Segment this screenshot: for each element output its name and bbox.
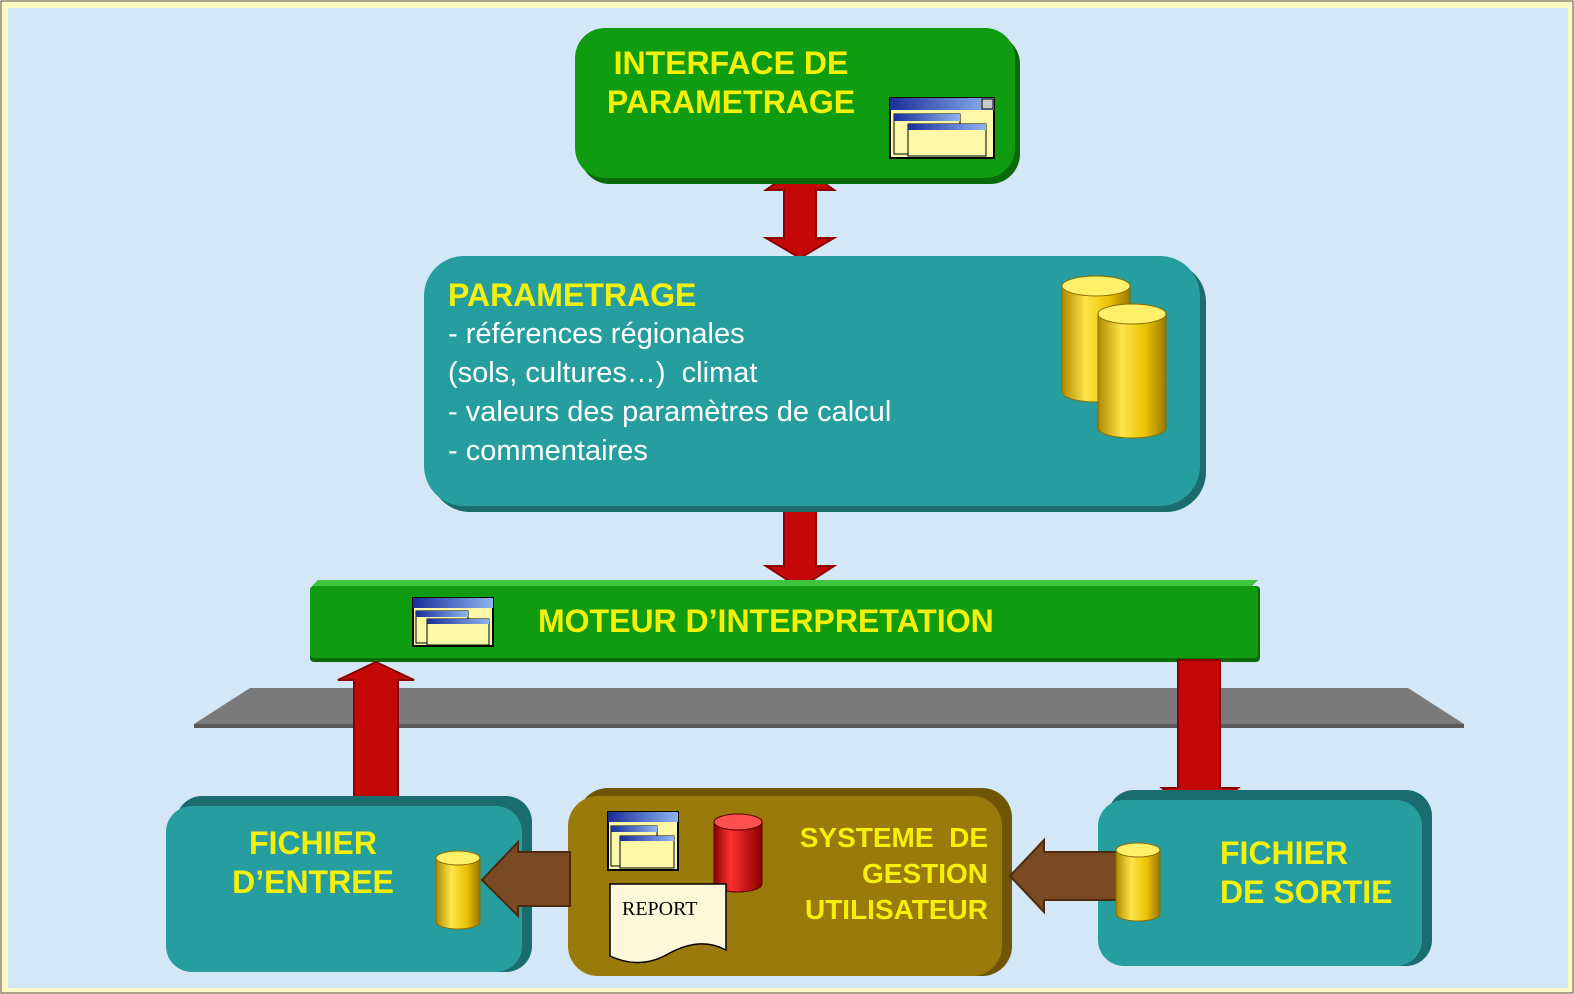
fichier-entree-title: FICHIER D’ENTREE xyxy=(218,824,408,902)
arrow-parametrage-moteur xyxy=(762,503,838,590)
moteur-bar xyxy=(310,580,1260,662)
separator-band xyxy=(194,688,1464,724)
database-icon xyxy=(1115,842,1161,922)
parametrage-item: (sols, cultures…) climat xyxy=(448,357,758,389)
window-icon xyxy=(607,811,679,871)
database-icon xyxy=(713,813,763,893)
parametrage-item: - valeurs des paramètres de calcul xyxy=(448,396,892,428)
window-icon xyxy=(412,597,494,647)
fichier-sortie-title: FICHIER DE SORTIE xyxy=(1220,834,1420,912)
report-label: REPORT xyxy=(622,898,698,920)
interface-title-line-2: PARAMETRAGE xyxy=(606,84,856,121)
window-icon xyxy=(889,97,995,159)
systeme-title: SYSTEME DE GESTION UTILISATEUR xyxy=(760,820,988,927)
fichier-entree-line-1: FICHIER xyxy=(249,825,377,861)
fichier-entree-box xyxy=(166,796,532,972)
parametrage-item: - références régionales xyxy=(448,318,745,350)
database-icon xyxy=(1061,275,1167,439)
systeme-line-2: GESTION xyxy=(861,857,988,889)
fichier-entree-line-2: D’ENTREE xyxy=(232,864,394,901)
arrow-systeme-entree xyxy=(480,839,571,919)
arrow-sortie-systeme xyxy=(1008,837,1119,915)
systeme-line-3: UTILISATEUR xyxy=(804,893,988,925)
document-icon xyxy=(609,883,727,964)
fichier-sortie-line-2: DE SORTIE xyxy=(1220,874,1393,911)
parametrage-item: - commentaires xyxy=(448,435,648,467)
interface-title-line-1: INTERFACE DE xyxy=(613,45,849,81)
systeme-line-1: SYSTEME DE xyxy=(799,822,988,853)
parametrage-title: PARAMETRAGE xyxy=(448,277,697,313)
fichier-sortie-line-1: FICHIER xyxy=(1220,835,1348,871)
interface-title: INTERFACE DE PARAMETRAGE xyxy=(596,44,866,122)
moteur-label: MOTEUR D’INTERPRETATION xyxy=(538,603,994,639)
parametrage-box xyxy=(424,256,1206,512)
arrow-entree-moteur xyxy=(337,660,415,817)
database-icon xyxy=(435,850,481,930)
fichier-sortie-box xyxy=(1098,790,1432,966)
